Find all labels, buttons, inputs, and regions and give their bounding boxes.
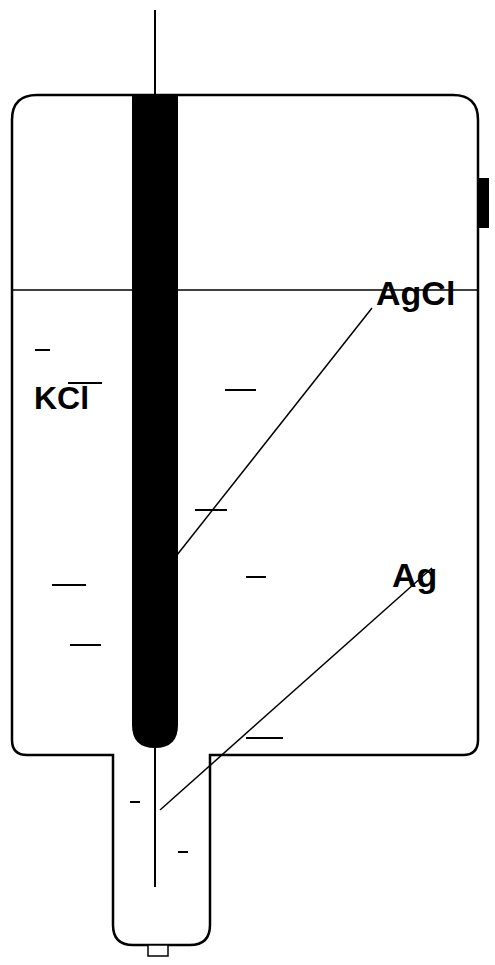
electrolyte-label: KCl [34, 382, 89, 414]
leader-line [160, 568, 432, 810]
part-label: Ag [392, 558, 437, 592]
lead-wire [154, 10, 156, 96]
leader-line [177, 308, 372, 555]
porous-plug [148, 945, 168, 956]
agcl-rod [132, 95, 178, 748]
ag-wire [154, 745, 156, 887]
vessel-outline [12, 95, 478, 945]
electrolyte-dashes [35, 350, 283, 852]
side-tab [478, 178, 489, 228]
part-label: AgCl [376, 276, 455, 310]
